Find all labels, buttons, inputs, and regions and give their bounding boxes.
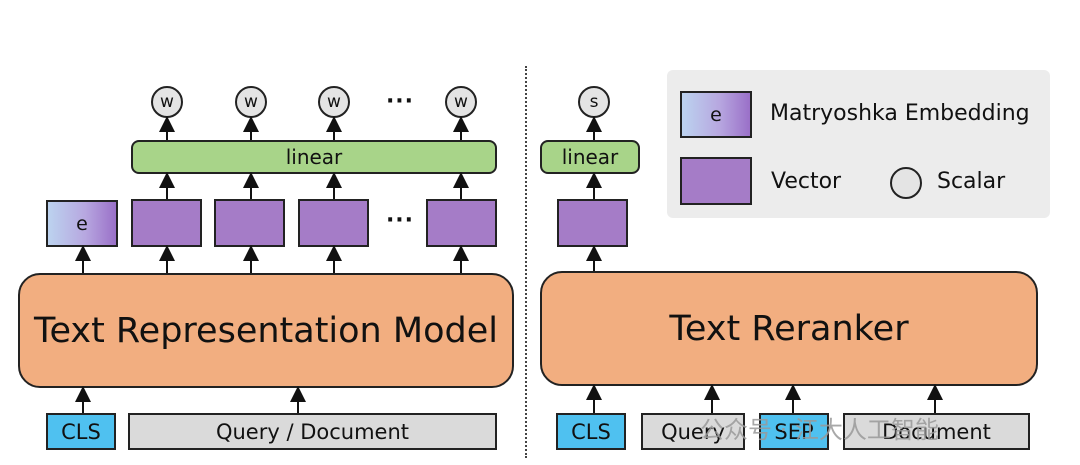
legend-embedding-label: Matryoshka Embedding <box>770 101 1030 126</box>
token-cls: CLS <box>556 413 626 450</box>
scalar-label: s <box>589 92 599 112</box>
linear-label: linear <box>561 145 619 169</box>
watermark: 公众号 · 江大人工智能 <box>700 416 939 444</box>
model-label: Text Representation Model <box>34 310 498 351</box>
weight-label: w <box>327 92 341 112</box>
linear-layer-left: linear <box>131 140 497 174</box>
text-representation-model: Text Representation Model <box>18 273 514 388</box>
weight-label: w <box>160 92 174 112</box>
model-label: Text Reranker <box>669 308 909 349</box>
linear-layer-right: linear <box>540 140 640 174</box>
matryoshka-embedding: e <box>46 200 118 247</box>
text-reranker: Text Reranker <box>540 271 1038 386</box>
weight-node: w <box>318 86 350 118</box>
legend-vector-label: Vector <box>771 169 842 194</box>
legend-swatch-label: e <box>710 103 722 126</box>
weight-node: w <box>151 86 183 118</box>
legend-embedding-swatch: e <box>680 91 752 138</box>
token-label: Query <box>661 419 725 444</box>
weight-label: w <box>244 92 258 112</box>
scalar-node: s <box>578 86 610 118</box>
token-query-document: Query / Document <box>128 413 497 450</box>
token-label: CLS <box>571 419 611 444</box>
token-label: Query / Document <box>215 419 410 444</box>
legend-vector-swatch <box>680 157 752 205</box>
section-divider <box>525 66 527 458</box>
legend-scalar-swatch <box>890 167 922 199</box>
embedding-label: e <box>76 212 88 235</box>
weight-label: w <box>454 92 468 112</box>
ellipsis: ··· <box>385 207 415 233</box>
token-document: Document <box>843 413 1030 450</box>
token-label: CLS <box>61 419 101 444</box>
token-label: Document <box>882 419 991 444</box>
token-label: SEP <box>774 419 814 444</box>
token-query: Query <box>641 413 745 450</box>
token-cls: CLS <box>46 413 116 450</box>
legend-scalar-label: Scalar <box>937 169 1006 194</box>
ellipsis: ··· <box>385 88 415 114</box>
linear-label: linear <box>285 145 343 169</box>
weight-node: w <box>445 86 477 118</box>
token-sep: SEP <box>759 413 829 450</box>
